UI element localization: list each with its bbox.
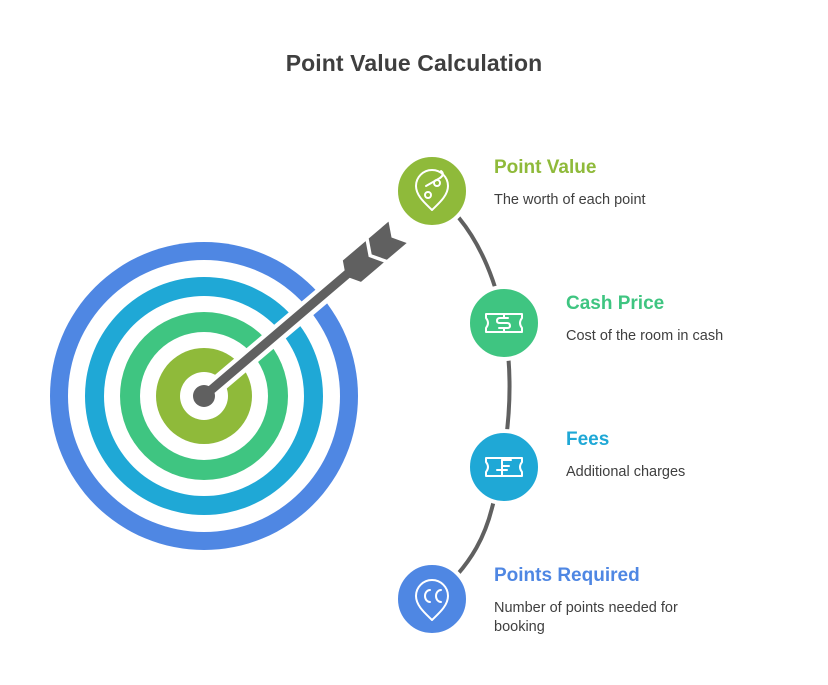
dollar-bill-icon xyxy=(485,313,523,333)
step-cash-price: Cash Price Cost of the room in cash xyxy=(566,293,806,346)
arrow-icon xyxy=(193,221,407,407)
step-cash-price-description: Cost of the room in cash xyxy=(566,328,724,344)
step-fees-title: Fees xyxy=(566,429,610,450)
step-point-value-title: Point Value xyxy=(494,157,597,178)
step-point-value-node xyxy=(394,153,470,229)
page-title: Point Value Calculation xyxy=(285,50,543,76)
step-points-required-description: Number of points needed for booking xyxy=(494,600,678,635)
step-cash-price-node xyxy=(466,285,542,361)
step-point-value-description: The worth of each point xyxy=(494,192,646,208)
step-cash-price-title: Cash Price xyxy=(566,293,665,314)
step-fees-description: Additional charges xyxy=(566,464,686,480)
price-tag-icon xyxy=(415,169,449,211)
coins-tag-icon xyxy=(415,579,449,621)
step-point-value: Point Value The worth of each point xyxy=(494,157,734,210)
franc-bill-icon xyxy=(485,457,523,477)
step-points-required: Points Required Number of points needed … xyxy=(494,565,714,637)
arrow-fletching-back xyxy=(342,241,384,282)
step-points-required-title: Points Required xyxy=(494,565,640,586)
step-points-required-node xyxy=(394,561,470,637)
step-fees-node xyxy=(466,429,542,505)
step-fees: Fees Additional charges xyxy=(566,429,806,482)
arrow-fletching-front xyxy=(368,221,407,260)
connector-arc xyxy=(455,216,512,577)
